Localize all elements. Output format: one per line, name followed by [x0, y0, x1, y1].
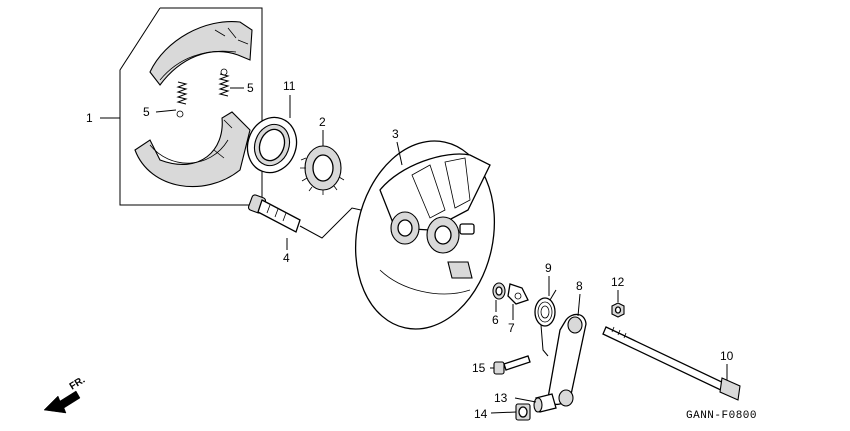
brake-cam	[247, 194, 371, 239]
callout-14: 14	[474, 407, 488, 421]
callout-5a: 5	[143, 105, 150, 119]
callout-4: 4	[283, 251, 290, 265]
callout-12: 12	[611, 275, 625, 289]
wear-indicator	[507, 283, 529, 305]
diagram-code: GANN-F0800	[686, 410, 757, 422]
callout-5b: 5	[247, 81, 254, 95]
callout-1: 1	[86, 111, 93, 125]
callout-2: 2	[319, 115, 326, 129]
joint-nut	[515, 403, 531, 421]
callout-labels: 1 2 3 4 5 5 6 7 8 9 10 11 12 13 14 15	[86, 79, 734, 421]
speedometer-gear	[300, 145, 345, 195]
callout-8: 8	[576, 279, 583, 293]
callout-15: 15	[472, 361, 486, 375]
brake-arm	[547, 313, 587, 407]
brake-panel	[354, 140, 496, 330]
direction-label: FR.	[68, 375, 88, 393]
callout-13: 13	[494, 391, 508, 405]
callout-10: 10	[720, 349, 734, 363]
arm-bolt	[493, 355, 531, 375]
axle-nut	[611, 302, 625, 318]
callout-9: 9	[545, 261, 552, 275]
spring-left	[176, 81, 188, 118]
brake-shoe-group	[119, 7, 263, 206]
callout-6: 6	[492, 313, 499, 327]
washer	[492, 282, 506, 300]
arrow-icon	[43, 390, 81, 414]
seal-ring	[246, 116, 298, 174]
front-axle	[602, 326, 741, 401]
spring-right	[218, 68, 230, 97]
callout-3: 3	[392, 127, 399, 141]
callout-11: 11	[283, 79, 296, 93]
leader-lines	[100, 87, 728, 414]
callout-7: 7	[508, 321, 515, 335]
joint-pin	[533, 393, 557, 413]
return-spring	[534, 289, 557, 357]
front-direction-indicator: FR.	[43, 375, 88, 414]
